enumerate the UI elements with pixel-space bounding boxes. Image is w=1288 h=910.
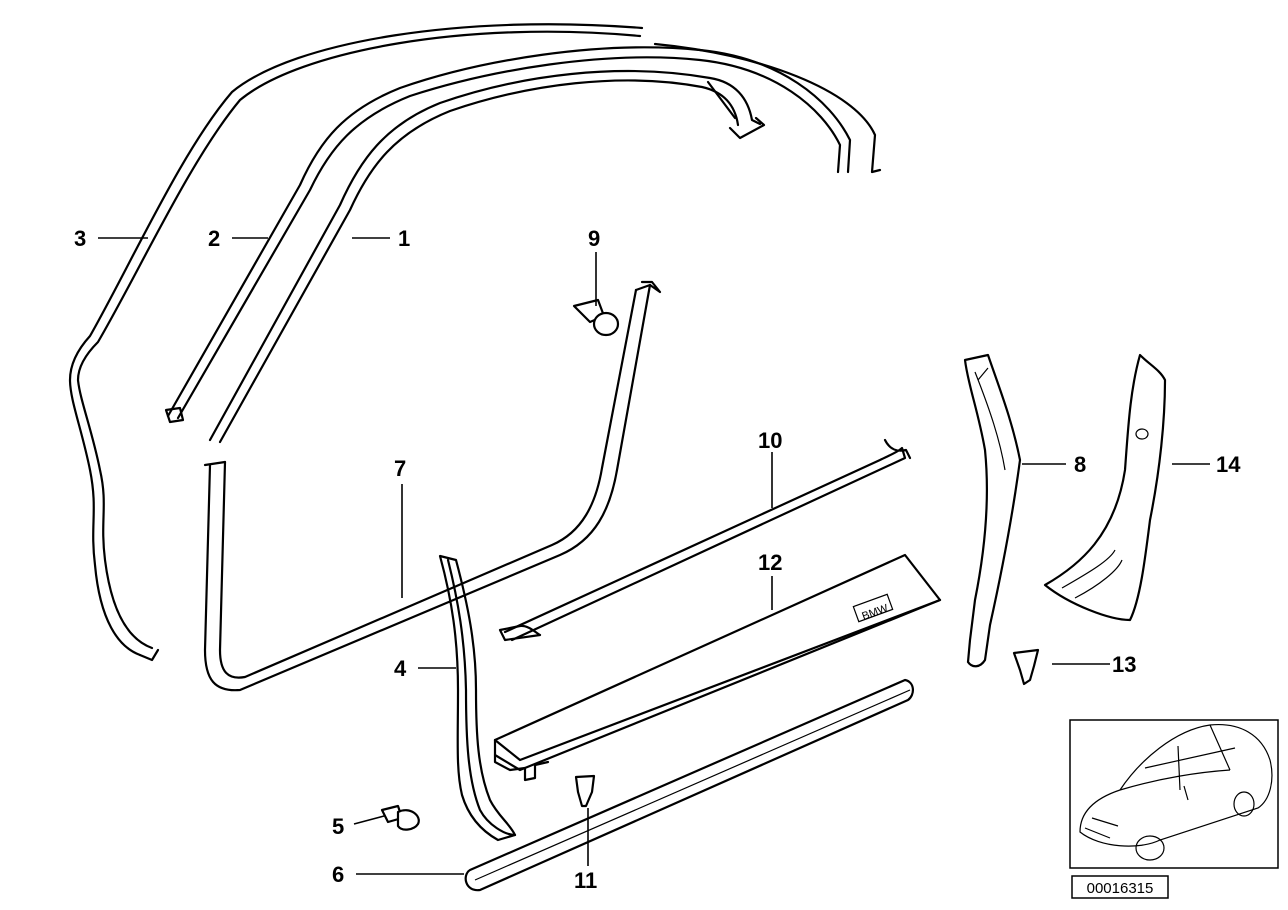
callout-8: 8: [1074, 452, 1086, 477]
part-13-clip: [1012, 648, 1040, 686]
callout-labels: 1 2 3 4 5 6 7 8 9 10 11 12 13 14: [74, 226, 1241, 893]
part-1-window-guide-rail: [208, 69, 766, 444]
part-11-clip: [574, 774, 596, 808]
callout-7: 7: [394, 456, 406, 481]
part-7-door-opening-seal: [203, 280, 662, 692]
part-4-b-pillar-seal: [438, 554, 517, 842]
part-5-clip: [380, 804, 420, 831]
callout-1: 1: [398, 226, 410, 251]
part-6-sill-trim: [464, 678, 914, 892]
leader-lines: [98, 237, 1210, 875]
callout-2: 2: [208, 226, 220, 251]
vehicle-locator-thumbnail: [1069, 719, 1279, 869]
callout-11: 11: [574, 868, 597, 893]
part-10-sill-seal: [498, 438, 912, 642]
callout-12: 12: [758, 550, 782, 575]
reference-number: 00016315: [1087, 880, 1154, 897]
callout-3: 3: [74, 226, 86, 251]
reference-number-box: 00016315: [1071, 875, 1169, 899]
callout-4: 4: [394, 656, 407, 681]
part-14-pillar-cover: [1043, 353, 1167, 622]
part-8-pillar-trim: [963, 353, 1022, 668]
part-2-window-channel-seal: [164, 42, 882, 424]
part-12-sill-panel: [493, 553, 942, 782]
callout-14: 14: [1216, 452, 1241, 477]
callout-5: 5: [332, 814, 344, 839]
part-3-outer-door-seal: [68, 23, 644, 662]
callout-9: 9: [588, 226, 600, 251]
callout-13: 13: [1112, 652, 1136, 677]
callout-6: 6: [332, 862, 344, 887]
callout-10: 10: [758, 428, 782, 453]
